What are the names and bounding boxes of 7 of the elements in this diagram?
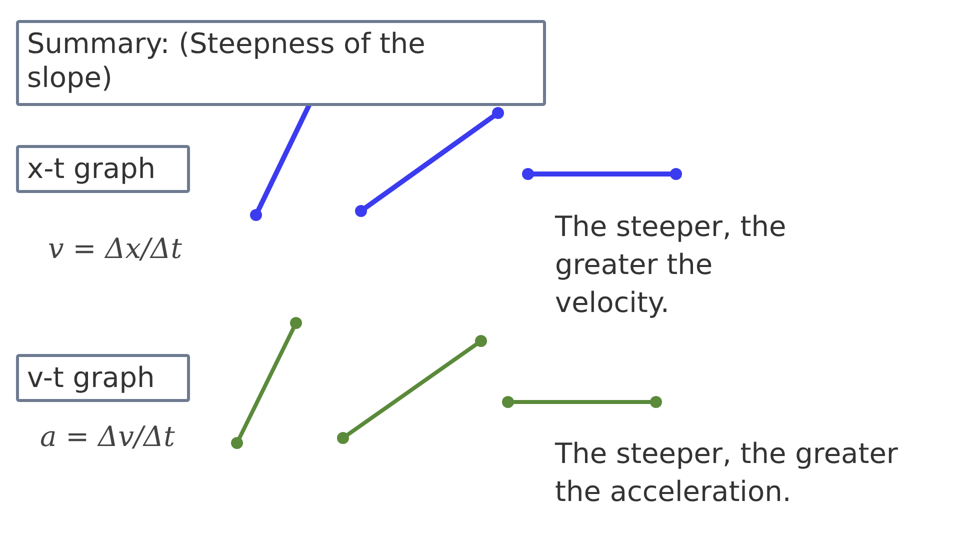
explanation-text: The steeper, the greater the velocity. [555, 209, 788, 321]
graph-type-box: x-t graph [16, 145, 190, 193]
summary-box: Summary: (Steepness of the slope) [16, 20, 546, 106]
explanation-text: The steeper, the greater the acceleration. [555, 436, 899, 510]
formula: v = Δx/Δt [48, 232, 182, 265]
graph-type-box: v-t graph [16, 354, 190, 402]
formula: a = Δv/Δt [40, 420, 175, 453]
